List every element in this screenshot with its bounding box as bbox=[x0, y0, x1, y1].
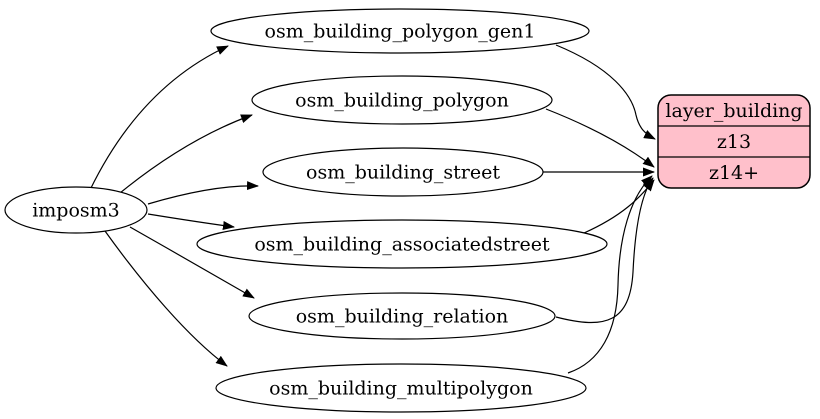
layer-building-box bbox=[657, 94, 811, 189]
imposm3-label: imposm3 bbox=[32, 200, 120, 222]
osm-building-polygon-label: osm_building_polygon bbox=[295, 90, 509, 112]
edge-imposm3-to-osm-building-associatedstreet bbox=[147, 213, 235, 230]
node-layer-building: layer_building z13 z14+ bbox=[657, 94, 811, 189]
osm-building-multipolygon-label: osm_building_multipolygon bbox=[269, 378, 533, 400]
osm-building-street-ellipse bbox=[262, 147, 544, 197]
node-osm-building-associatedstreet: osm_building_associatedstreet bbox=[196, 219, 608, 269]
osm-building-polygon-ellipse bbox=[251, 75, 553, 125]
edge-imposm3-to-osm-building-relation bbox=[129, 226, 255, 299]
edge-osm-building-associatedstreet-to-z14 bbox=[583, 179, 655, 234]
edge-osm-building-polygon-to-z14 bbox=[545, 108, 655, 168]
osm-building-relation-label: osm_building_relation bbox=[296, 306, 509, 328]
osm-building-associatedstreet-label: osm_building_associatedstreet bbox=[254, 234, 550, 256]
osm-building-multipolygon-ellipse bbox=[215, 363, 587, 413]
osm-building-polygon-gen1-ellipse bbox=[210, 8, 590, 54]
edge-osm-building-multipolygon-to-z14 bbox=[567, 175, 653, 374]
node-osm-building-multipolygon: osm_building_multipolygon bbox=[215, 363, 587, 413]
node-osm-building-street: osm_building_street bbox=[262, 147, 544, 197]
layer-building-row-z13: z13 bbox=[717, 131, 751, 153]
edge-osm-building-relation-to-z14 bbox=[555, 177, 654, 324]
osm-building-street-label: osm_building_street bbox=[306, 162, 500, 184]
node-osm-building-polygon: osm_building_polygon bbox=[251, 75, 553, 125]
layer-building-row-z14: z14+ bbox=[709, 162, 759, 184]
edge-imposm3-to-osm-building-polygon bbox=[119, 114, 253, 194]
edge-imposm3-to-osm-building-multipolygon bbox=[104, 230, 228, 367]
node-osm-building-polygon-gen1: osm_building_polygon_gen1 bbox=[210, 8, 590, 54]
osm-building-polygon-gen1-label: osm_building_polygon_gen1 bbox=[265, 21, 536, 43]
edge-imposm3-to-osm-building-street bbox=[147, 181, 259, 205]
node-osm-building-relation: osm_building_relation bbox=[248, 292, 556, 340]
osm-building-relation-ellipse bbox=[248, 292, 556, 340]
edge-imposm3-to-osm-building-polygon-gen1 bbox=[89, 45, 229, 191]
edge-osm-building-polygon-gen1-to-z13 bbox=[555, 44, 656, 140]
layer-building-title: layer_building bbox=[665, 100, 802, 122]
imposm3-ellipse bbox=[4, 186, 148, 234]
node-imposm3: imposm3 bbox=[4, 186, 148, 234]
edge-group bbox=[89, 44, 656, 374]
osm-building-associatedstreet-ellipse bbox=[196, 219, 608, 269]
